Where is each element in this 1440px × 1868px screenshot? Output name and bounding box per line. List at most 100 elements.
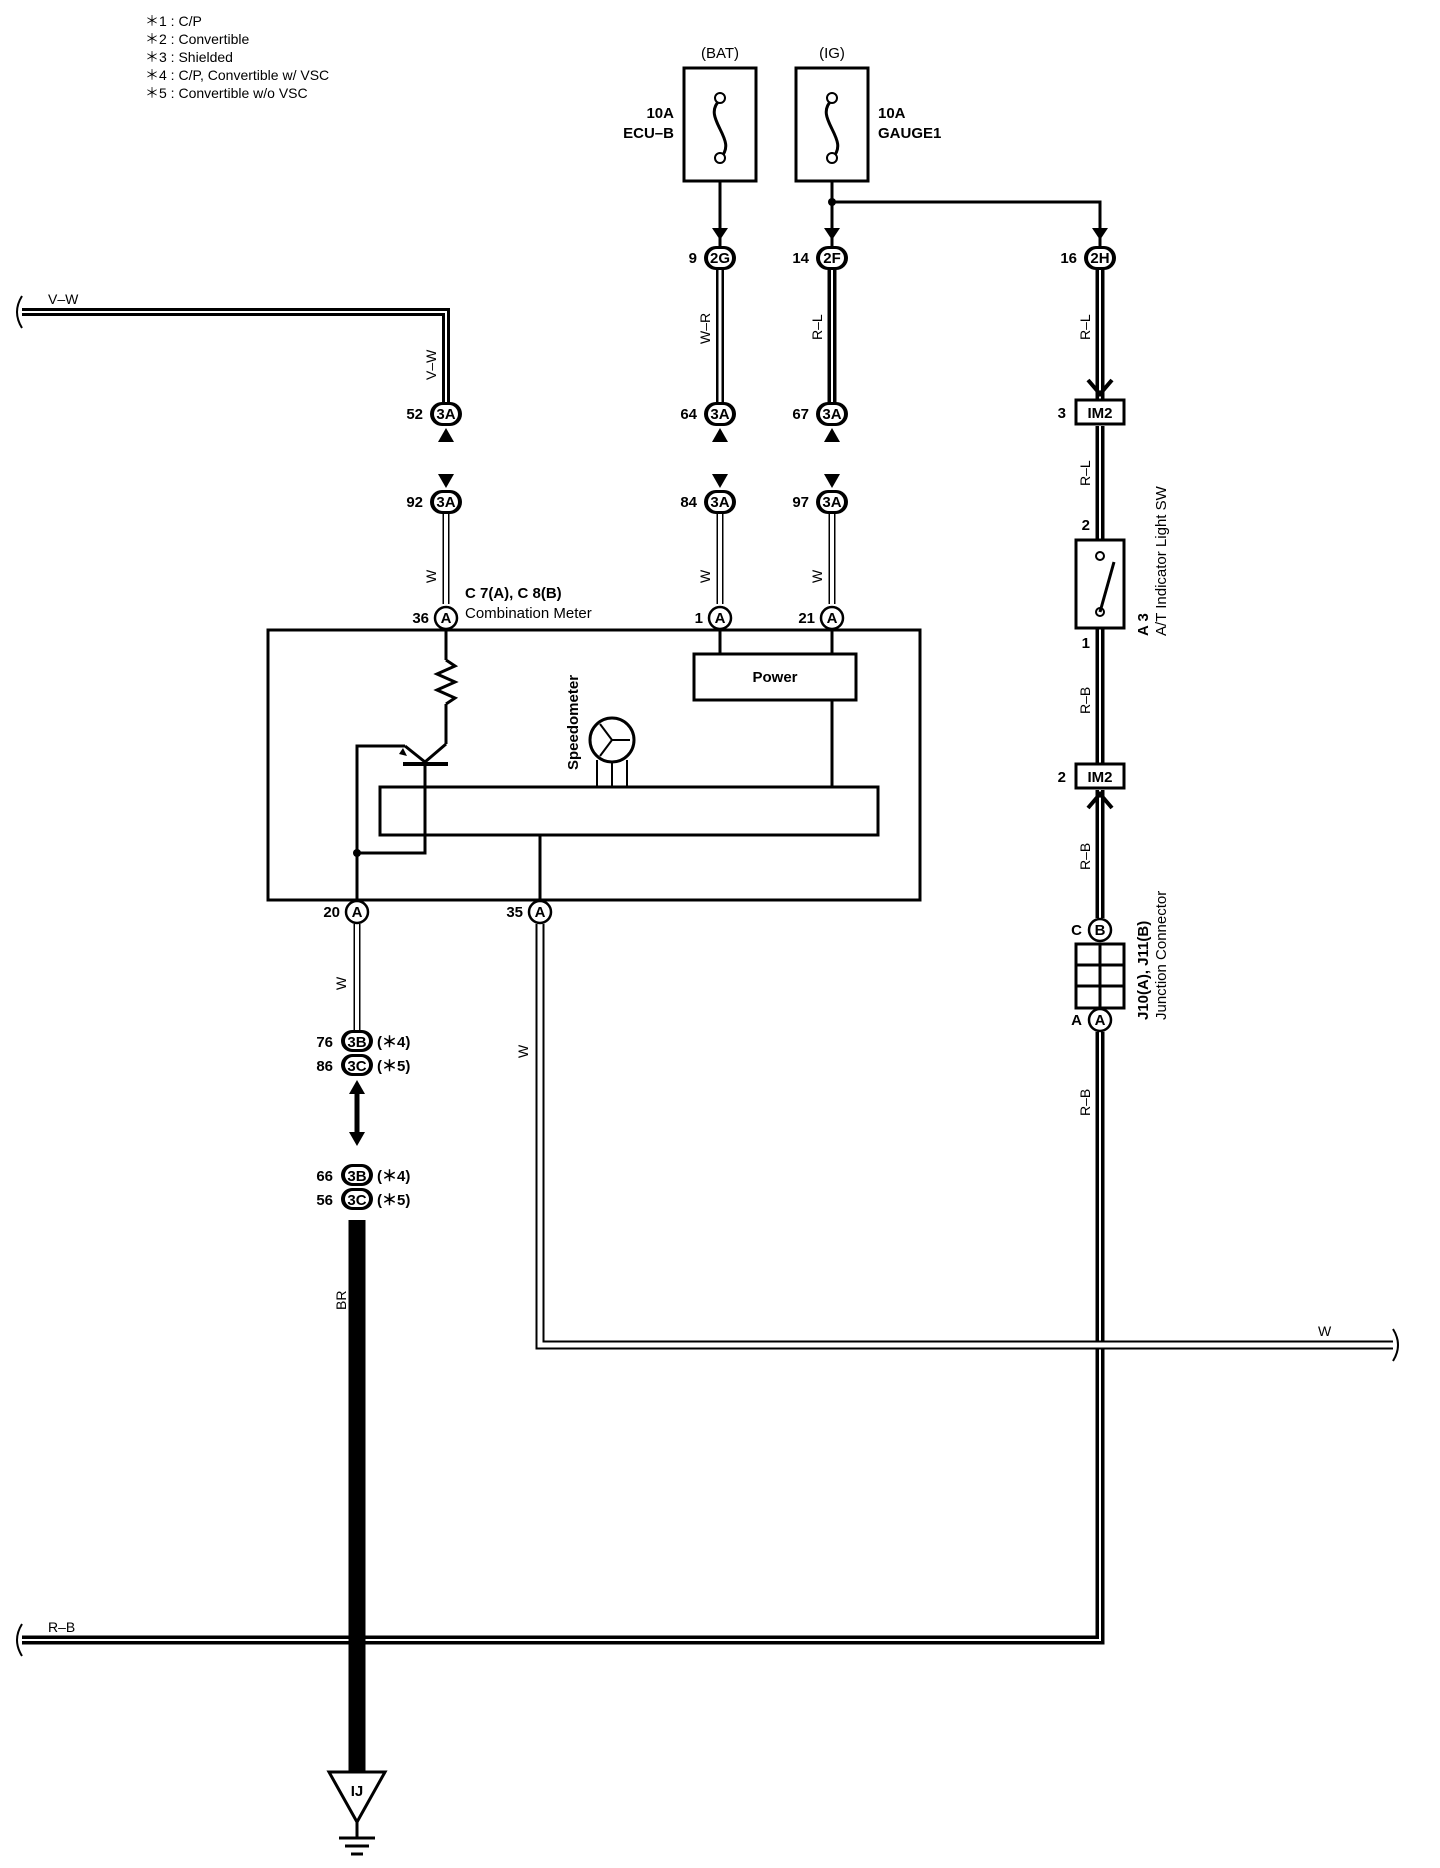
fuse-ecu-b: (BAT) 10A ECU–B bbox=[623, 45, 758, 183]
wire-label: V–W bbox=[423, 349, 439, 380]
connector-3a-97: 3A 97 bbox=[792, 474, 848, 514]
connector-2h: 2H 16 bbox=[1060, 228, 1116, 270]
wire-ig-branch bbox=[832, 200, 1102, 246]
meter-name: Combination Meter bbox=[465, 605, 592, 622]
switch-name: A/T Indicator Light SW bbox=[1153, 485, 1170, 636]
connector-id: 3A bbox=[822, 406, 841, 423]
pin-number: 76 bbox=[316, 1034, 333, 1051]
connector-3a-84: 3A 84 bbox=[680, 474, 736, 514]
wire-label: R–L bbox=[809, 314, 825, 340]
pin-number: 35 bbox=[506, 904, 523, 921]
combination-meter: C 7(A), C 8(B) Combination Meter A 36 A … bbox=[266, 585, 922, 925]
connector-3c-56: 3C 56 (＊5) bbox=[316, 1188, 410, 1210]
wire-label: R–B bbox=[48, 1619, 75, 1635]
pin-number: 3 bbox=[1058, 405, 1066, 422]
pin-number: 66 bbox=[316, 1168, 333, 1185]
pin-letter: A bbox=[827, 610, 838, 627]
pin-number: 86 bbox=[316, 1058, 333, 1075]
meter-pin-1: A 1 bbox=[695, 605, 733, 631]
legend-item: ＊5 : Convertible w/o VSC bbox=[145, 85, 308, 101]
wire-label: R–L bbox=[1077, 314, 1093, 340]
wire-label: R–B bbox=[1077, 843, 1093, 870]
connector-3b-66: 3B 66 (＊4) bbox=[316, 1132, 410, 1186]
wire-vw bbox=[22, 308, 450, 402]
connector-id: 3B bbox=[347, 1034, 366, 1051]
pin-number: 92 bbox=[406, 494, 423, 511]
pin-number: 2 bbox=[1082, 517, 1090, 534]
wire-end-symbols bbox=[16, 295, 1399, 1657]
connector-id: 3A bbox=[436, 406, 455, 423]
junction-name: Junction Connector bbox=[1153, 891, 1170, 1020]
connector-3a-52: 3A 52 bbox=[406, 402, 462, 442]
wire-label: W–R bbox=[697, 313, 713, 344]
meter-code: C 7(A), C 8(B) bbox=[465, 585, 562, 602]
junction-pin: A bbox=[1071, 1012, 1082, 1029]
connector-id: 2H bbox=[1090, 250, 1109, 267]
pin-letter: A bbox=[441, 610, 452, 627]
connector-id: IM2 bbox=[1087, 769, 1112, 786]
fuse-name-label: ECU–B bbox=[623, 125, 674, 142]
speedometer-label: Speedometer bbox=[565, 675, 582, 770]
pin-number: 1 bbox=[695, 610, 703, 627]
variant-note: (＊5) bbox=[377, 1058, 410, 1075]
connector-im2-bottom: IM2 2 bbox=[1058, 762, 1126, 810]
connector-id: 3B bbox=[347, 1168, 366, 1185]
pin-number: 21 bbox=[798, 610, 815, 627]
junction-connector: B C A A J10(A), J11(B) Junction Connecto… bbox=[1071, 891, 1170, 1033]
power-label: Power bbox=[752, 669, 797, 686]
junction-id: B bbox=[1095, 922, 1106, 939]
legend-item: ＊4 : C/P, Convertible w/ VSC bbox=[145, 67, 330, 83]
ground-ij: IJ bbox=[326, 1770, 388, 1856]
pin-number: 1 bbox=[1082, 635, 1090, 652]
legend-item: ＊1 : C/P bbox=[145, 13, 202, 29]
fuse-gauge1: (IG) 10A GAUGE1 bbox=[794, 45, 941, 183]
connector-3a-67: 3A 67 bbox=[792, 402, 848, 442]
wire-label: W bbox=[697, 569, 713, 583]
fuse-source-label: (IG) bbox=[819, 45, 845, 62]
wire-label: V–W bbox=[48, 291, 79, 307]
pin-number: 97 bbox=[792, 494, 809, 511]
wire-labels: V–W V–W W W–R W R–L W R–L R–L R–B R–B R–… bbox=[48, 291, 1332, 1635]
wire-label: BR bbox=[333, 1291, 349, 1310]
wire-label: R–B bbox=[1077, 687, 1093, 714]
pin-number: 16 bbox=[1060, 250, 1077, 267]
wire-set bbox=[22, 182, 1393, 1772]
pin-number: 52 bbox=[406, 406, 423, 423]
pin-number: 14 bbox=[792, 250, 809, 267]
meter-pin-36: A 36 bbox=[412, 605, 459, 631]
fuse-name-label: GAUGE1 bbox=[878, 125, 941, 142]
at-indicator-light-switch: 2 1 A 3 A/T Indicator Light SW bbox=[1074, 485, 1170, 652]
wire-label: R–L bbox=[1077, 460, 1093, 486]
connector-3a-92: 3A 92 bbox=[406, 474, 462, 514]
legend-item: ＊2 : Convertible bbox=[145, 31, 250, 47]
junction-id: A bbox=[1095, 1012, 1106, 1029]
connector-3b-76: 3B 76 (＊4) bbox=[316, 1030, 410, 1052]
connector-id: 3A bbox=[710, 494, 729, 511]
legend: ＊1 : C/P ＊2 : Convertible ＊3 : Shielded … bbox=[145, 12, 329, 102]
wire-label: W bbox=[333, 976, 349, 990]
connector-id: IM2 bbox=[1087, 405, 1112, 422]
pin-number: 36 bbox=[412, 610, 429, 627]
wire-rb bbox=[22, 1032, 1105, 1645]
pin-number: 9 bbox=[689, 250, 697, 267]
pin-number: 84 bbox=[680, 494, 697, 511]
ground-id: IJ bbox=[351, 1783, 364, 1800]
connector-id: 3A bbox=[822, 494, 841, 511]
wire-w-35 bbox=[535, 924, 1393, 1350]
connector-id: 3C bbox=[347, 1058, 366, 1075]
variant-note: (＊4) bbox=[377, 1034, 410, 1051]
pin-number: 2 bbox=[1058, 769, 1066, 786]
connector-im2-top: IM2 3 bbox=[1058, 378, 1126, 426]
connector-id: 2F bbox=[823, 250, 841, 267]
fuse-amp-label: 10A bbox=[646, 105, 674, 122]
fuse-source-label: (BAT) bbox=[701, 45, 739, 62]
pin-number: 67 bbox=[792, 406, 809, 423]
fuse-amp-label: 10A bbox=[878, 105, 906, 122]
pin-number: 64 bbox=[680, 406, 697, 423]
wire-label: R–B bbox=[1077, 1089, 1093, 1116]
switch-code: A 3 bbox=[1135, 613, 1152, 636]
connector-3a-64: 3A 64 bbox=[680, 402, 736, 442]
meter-pin-20: A 20 bbox=[323, 899, 370, 925]
pin-letter: A bbox=[352, 904, 363, 921]
